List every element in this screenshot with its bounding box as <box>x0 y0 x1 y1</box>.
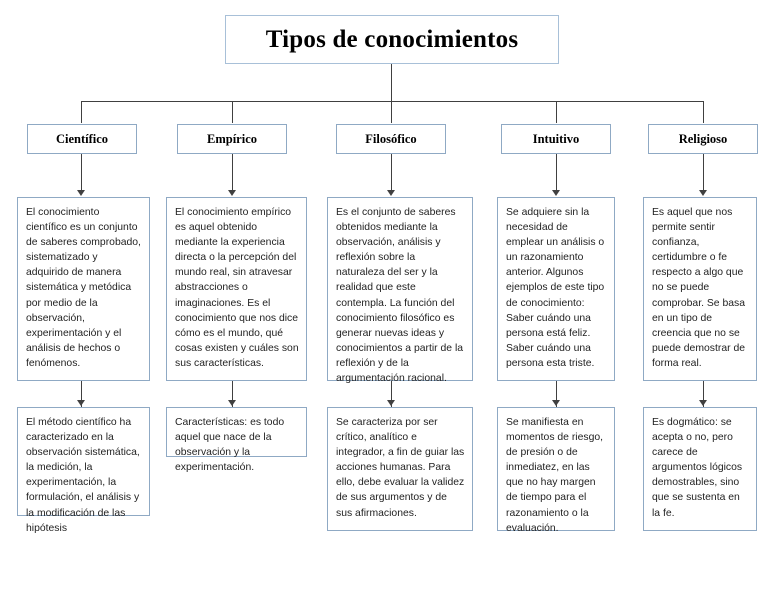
connector-bus-to-cientifico <box>81 101 82 123</box>
description-text-empirico: El conocimiento empírico es aquel obteni… <box>175 207 299 369</box>
detail-text-empirico: Características: es todo aquel que nace … <box>175 417 285 474</box>
connector-religioso-to-description <box>703 154 704 192</box>
arrowhead-cientifico-detail <box>77 400 85 406</box>
connector-bus-to-intuitivo <box>556 101 557 123</box>
connector-bus-to-filosofico <box>391 101 392 123</box>
category-label-filosofico: Filosófico <box>365 131 417 146</box>
description-text-cientifico: El conocimiento científico es un conjunt… <box>26 207 141 369</box>
category-box-filosofico[interactable]: Filosófico <box>336 124 446 154</box>
category-box-empirico[interactable]: Empírico <box>177 124 287 154</box>
root-title-box: Tipos de conocimientos <box>225 15 559 64</box>
connector-bus <box>81 101 703 102</box>
description-text-filosofico: Es el conjunto de saberes obtenidos medi… <box>336 207 464 385</box>
description-box-cientifico: El conocimiento científico es un conjunt… <box>17 197 150 381</box>
detail-box-religioso: Es dogmático: se acepta o no, pero carec… <box>643 407 757 531</box>
connector-cientifico-to-detail <box>81 381 82 408</box>
connector-intuitivo-to-detail <box>556 381 557 408</box>
arrowhead-empirico-detail <box>228 400 236 406</box>
detail-text-intuitivo: Se manifiesta en momentos de riesgo, de … <box>506 417 604 534</box>
connector-religioso-to-detail <box>703 381 704 408</box>
description-box-filosofico: Es el conjunto de saberes obtenidos medi… <box>327 197 473 384</box>
category-label-religioso: Religioso <box>678 131 728 146</box>
category-box-intuitivo[interactable]: Intuitivo <box>501 124 611 154</box>
connector-filosofico-to-description <box>391 154 392 192</box>
detail-text-religioso: Es dogmático: se acepta o no, pero carec… <box>652 417 743 519</box>
arrowhead-filosofico-description <box>387 190 395 196</box>
detail-box-intuitivo: Se manifiesta en momentos de riesgo, de … <box>497 407 615 534</box>
arrowhead-cientifico-description <box>77 190 85 196</box>
connector-filosofico-to-detail <box>391 381 392 408</box>
arrowhead-intuitivo-description <box>552 190 560 196</box>
connector-empirico-to-description <box>232 154 233 192</box>
detail-text-filosofico: Se caracteriza por ser crítico, analític… <box>336 417 465 519</box>
connector-bus-to-empirico <box>232 101 233 123</box>
description-box-empirico: El conocimiento empírico es aquel obteni… <box>166 197 307 381</box>
category-box-cientifico[interactable]: Científico <box>27 124 137 154</box>
arrowhead-religioso-description <box>699 190 707 196</box>
arrowhead-religioso-detail <box>699 400 707 406</box>
description-box-intuitivo: Se adquiere sin la necesidad de emplear … <box>497 197 615 381</box>
description-text-intuitivo: Se adquiere sin la necesidad de emplear … <box>506 207 605 369</box>
detail-box-cientifico: El método científico ha caracterizado en… <box>17 407 150 534</box>
category-box-religioso[interactable]: Religioso <box>648 124 758 154</box>
connector-empirico-to-detail <box>232 381 233 408</box>
connector-intuitivo-to-description <box>556 154 557 192</box>
detail-text-cientifico: El método científico ha caracterizado en… <box>26 417 140 534</box>
detail-box-filosofico: Se caracteriza por ser crítico, analític… <box>327 407 473 531</box>
category-label-empirico: Empírico <box>207 131 257 146</box>
category-label-cientifico: Científico <box>55 131 109 146</box>
arrowhead-filosofico-detail <box>387 400 395 406</box>
category-label-intuitivo: Intuitivo <box>532 131 580 146</box>
connector-cientifico-to-description <box>81 154 82 192</box>
description-text-religioso: Es aquel que nos permite sentir confianz… <box>652 207 745 369</box>
detail-box-empirico: Características: es todo aquel que nace … <box>166 407 307 473</box>
arrowhead-empirico-description <box>228 190 236 196</box>
connector-bus-to-religioso <box>703 101 704 123</box>
description-box-religioso: Es aquel que nos permite sentir confianz… <box>643 197 757 381</box>
arrowhead-intuitivo-detail <box>552 400 560 406</box>
connector-root-stem <box>391 64 392 102</box>
page-title: Tipos de conocimientos <box>265 25 519 53</box>
